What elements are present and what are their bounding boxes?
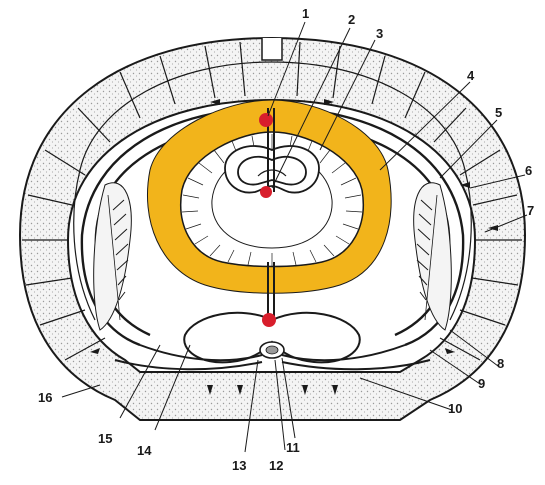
label-1: 1 — [302, 6, 309, 21]
label-9: 9 — [478, 376, 485, 391]
label-16: 16 — [38, 390, 52, 405]
label-2: 2 — [348, 12, 355, 27]
node-bottom — [262, 313, 276, 327]
node-top — [259, 113, 273, 127]
label-7: 7 — [527, 203, 534, 218]
label-5: 5 — [495, 105, 502, 120]
label-6: 6 — [525, 163, 532, 178]
label-10: 10 — [448, 401, 462, 416]
label-4: 4 — [467, 68, 475, 83]
label-3: 3 — [376, 26, 383, 41]
inner-fold — [225, 146, 319, 192]
bottom-center-vessel — [260, 342, 284, 358]
label-8: 8 — [497, 356, 504, 371]
label-12: 12 — [269, 458, 283, 473]
label-11: 11 — [286, 440, 300, 455]
label-13: 13 — [232, 458, 246, 473]
label-14: 14 — [137, 443, 152, 458]
node-center — [260, 186, 272, 198]
label-15: 15 — [98, 431, 112, 446]
